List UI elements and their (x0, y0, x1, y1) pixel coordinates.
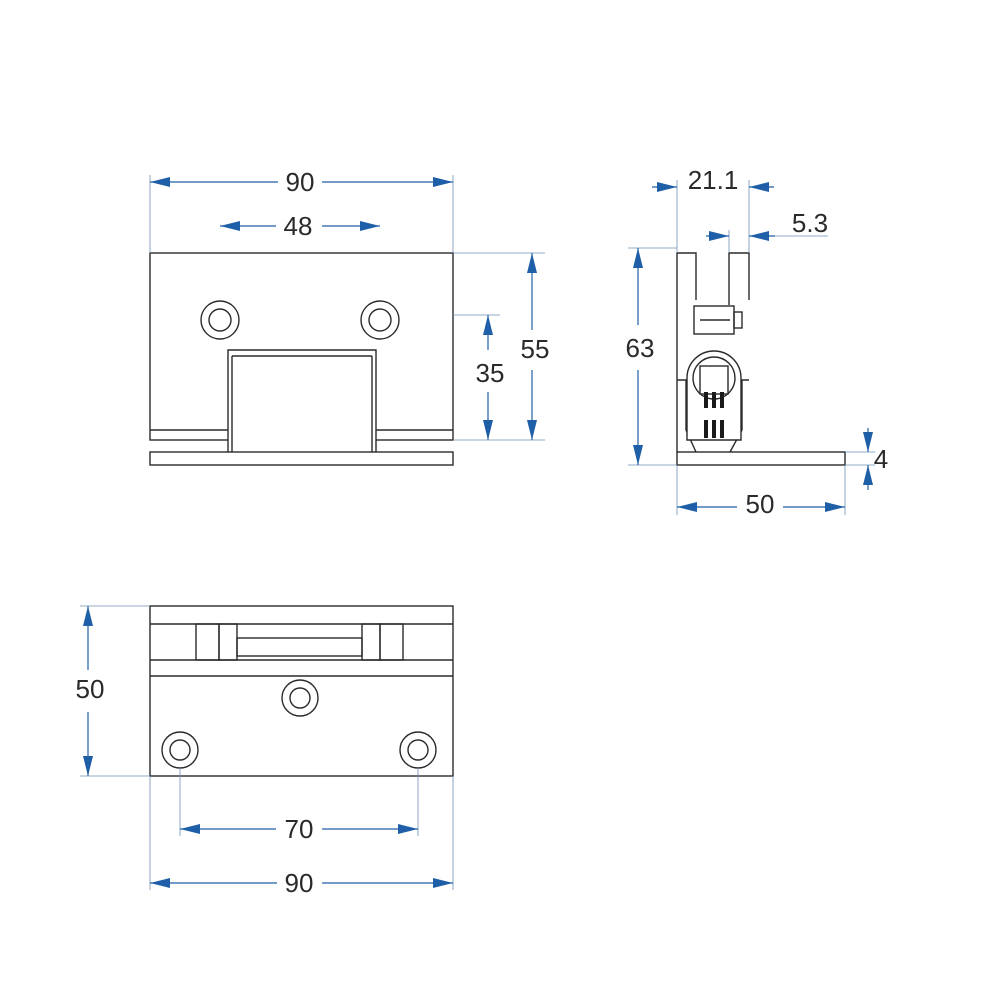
dim-front-width: 90 (286, 167, 315, 197)
dim-front-height: 55 (521, 334, 550, 364)
side-pivot (686, 350, 742, 441)
front-cutout (227, 349, 377, 452)
dim-bottom-hole-spacing: 70 (285, 814, 314, 844)
front-hole-left (200, 300, 240, 340)
side-right-jaw (728, 252, 750, 305)
side-left-jaw (676, 252, 697, 452)
side-base-plate (676, 451, 846, 466)
dim-bottom-width: 90 (285, 868, 314, 898)
front-hole-right (360, 300, 400, 340)
bottom-hole-left (161, 731, 199, 769)
dim-side-height: 63 (626, 333, 655, 363)
bottom-body (149, 605, 454, 777)
dim-front-cutout-height: 35 (476, 358, 505, 388)
bottom-hole-right (399, 731, 437, 769)
dim-side-base-width: 50 (746, 489, 775, 519)
bottom-view: 50 70 90 (76, 605, 454, 898)
dim-side-width: 21.1 (688, 165, 739, 195)
bottom-hole-center (281, 679, 319, 717)
bottom-slot (236, 637, 363, 657)
dim-bottom-depth: 50 (76, 674, 105, 704)
front-view: 90 48 55 35 (149, 167, 550, 466)
dim-side-base-thickness: 4 (874, 444, 888, 474)
side-view: 21.1 5.3 63 50 4 (626, 165, 889, 519)
front-base-plate (149, 451, 454, 466)
dim-front-hole-spacing: 48 (284, 211, 313, 241)
side-screw (693, 305, 743, 335)
dim-side-gap: 5.3 (792, 208, 828, 238)
